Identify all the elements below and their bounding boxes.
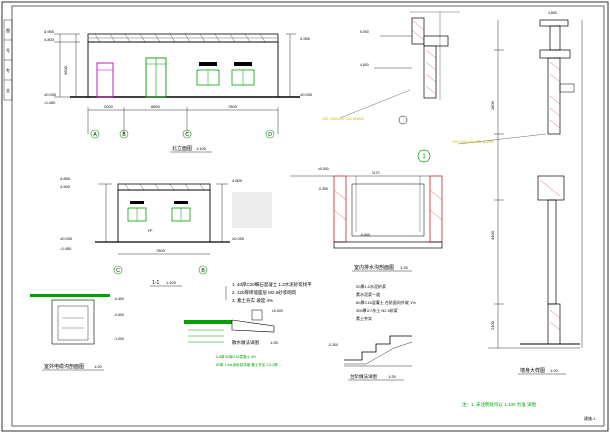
- view-scale: 1:20: [94, 364, 103, 369]
- note-item: 3. 素土夯实 坡度 4%: [232, 297, 273, 304]
- dim-text: 1800: [490, 100, 495, 110]
- dim-text: 1170: [372, 171, 380, 175]
- axis-label: A: [93, 132, 97, 138]
- view-title: 室内排水沟剖面图: [354, 264, 394, 271]
- watermark-logo: [232, 192, 272, 228]
- dim-text: 7800: [156, 248, 166, 253]
- level-mark: -1.000: [114, 337, 124, 341]
- view-title: 台阶做法详图: [350, 373, 377, 380]
- level-mark: 4.950: [300, 36, 311, 41]
- bottom-note: 注：1. 未注明处均以 1:100 为准 详图: [462, 401, 537, 408]
- level-mark: -0.350: [318, 187, 328, 191]
- detail-note: 100~200X100~150 @3000: [452, 140, 494, 144]
- level-mark: -0.600: [360, 233, 370, 237]
- axis-label: B: [201, 268, 205, 274]
- level-mark: -0.450: [60, 246, 72, 251]
- view-scale: 1:100: [196, 146, 207, 151]
- level-mark: ±0.000: [300, 92, 313, 97]
- dim-text: 7800: [228, 104, 238, 109]
- level-mark: 4.800: [360, 63, 369, 67]
- view-scale: 1:25: [400, 265, 409, 270]
- note-item: 60厚 1:3水泥砂浆抹面 素土夯实 1.5-2厚 ...: [216, 362, 282, 367]
- level-mark: 4.800: [548, 11, 557, 15]
- level-mark: 4.800: [44, 37, 55, 42]
- view-scale: 1:25: [388, 374, 397, 379]
- level-mark: -0.300: [328, 343, 338, 347]
- waterproof-detail: ±0.000 散水做法详图 1:25 5-8厚 80厚C15混凝土 4% 60厚…: [184, 309, 283, 367]
- inner-border: [11, 5, 605, 427]
- view-scale: 1:25: [270, 340, 279, 345]
- level-mark: 4.850: [60, 176, 71, 181]
- sheet-number: 建施-1: [584, 415, 596, 421]
- level-mark: -0.450: [114, 297, 124, 301]
- note-item: 1. 40厚C20细石混凝土 1:2水泥砂浆找平: [232, 281, 312, 288]
- strip-label: 号: [6, 47, 10, 53]
- wall-section: 4400 1800 2400 4.800 100~200X100~150 @30…: [452, 11, 583, 375]
- note-item: 素水泥浆一道: [356, 291, 380, 297]
- view-title: 墙身大样图: [520, 367, 545, 374]
- dim-text: 4400: [490, 230, 495, 240]
- level-mark: ±0.000: [232, 236, 245, 241]
- axis-label: B: [122, 132, 126, 138]
- level-mark: 4.950: [44, 29, 55, 34]
- view-title: 北立面图: [172, 145, 192, 152]
- dim-text: 3600: [63, 65, 68, 75]
- level-mark: ±0.000: [44, 92, 57, 97]
- left-title-strip: 图 号 专 业: [3, 19, 13, 101]
- note-item: 20厚1:2水泥砂浆: [356, 283, 386, 289]
- strip-label: 图: [6, 27, 10, 33]
- section-1-1: FP 4.850 4.500 ±0.000 -0.450 4.800 ±0.00…: [60, 176, 245, 287]
- level-mark: -0.450: [44, 100, 56, 105]
- level-mark: ±0.000: [60, 236, 73, 241]
- outdoor-drain-section: -0.450 -0.600 -1.000 室外电缆沟剖面图 1:20: [30, 294, 124, 371]
- room-mark: FP: [148, 229, 153, 233]
- indoor-drain-section: ±0.000 -0.350 -0.600 1170 室内排水沟剖面图 1:25: [290, 167, 443, 272]
- axis-label: C: [116, 268, 120, 274]
- level-mark: ±0.000: [272, 309, 283, 313]
- view-title: 散水做法详图: [232, 339, 259, 346]
- axis-label: C: [185, 132, 189, 138]
- level-mark: 4.800: [232, 178, 243, 183]
- floor-notes: 1. 40厚C20细石混凝土 1:2水泥砂浆找平 2. 120厚砖墙面层 M2.…: [225, 281, 312, 304]
- axis-label: D: [268, 132, 272, 138]
- detail-note: 100~200X100~150 @4000: [322, 117, 364, 121]
- strip-label: 业: [6, 87, 10, 93]
- level-mark: -0.600: [114, 313, 124, 317]
- note-item: 300厚3:7灰土 N2.5砂浆: [356, 307, 398, 313]
- dim-text: 2400: [490, 320, 495, 330]
- note-item: 素土夯实: [356, 315, 372, 321]
- detail-1: 5.050 4.800 100~200X100~150 @4000 1: [322, 11, 460, 163]
- north-elevation: 4.950 4.800 ±0.000 -0.450 3600 4.950 ±0.…: [44, 29, 313, 153]
- stair-detail: 20厚1:2水泥砂浆 素水泥浆一道 60厚C15混凝土 台阶面向外坡 1% 30…: [328, 283, 416, 381]
- level-mark: ±0.000: [318, 167, 329, 171]
- view-title: 室外电缆沟剖面图: [44, 363, 84, 370]
- detail-number: 1: [422, 154, 426, 160]
- note-item: 5-8厚 80厚C15混凝土 4%: [216, 354, 256, 359]
- dim-text: 2000: [104, 104, 114, 109]
- level-mark: 4.500: [60, 184, 71, 189]
- view-title: 1-1: [152, 280, 159, 286]
- level-mark: 5.050: [360, 30, 369, 34]
- strip-label: 专: [6, 67, 10, 73]
- dim-text: 6800: [151, 104, 161, 109]
- note-item: 60厚C15混凝土 台阶面向外坡 1%: [356, 299, 416, 305]
- note-item: 2. 120厚砖墙面层 M2.5砂浆砌筑: [232, 289, 297, 296]
- view-scale: 1:100: [166, 280, 177, 285]
- view-scale: 1:20: [550, 368, 559, 373]
